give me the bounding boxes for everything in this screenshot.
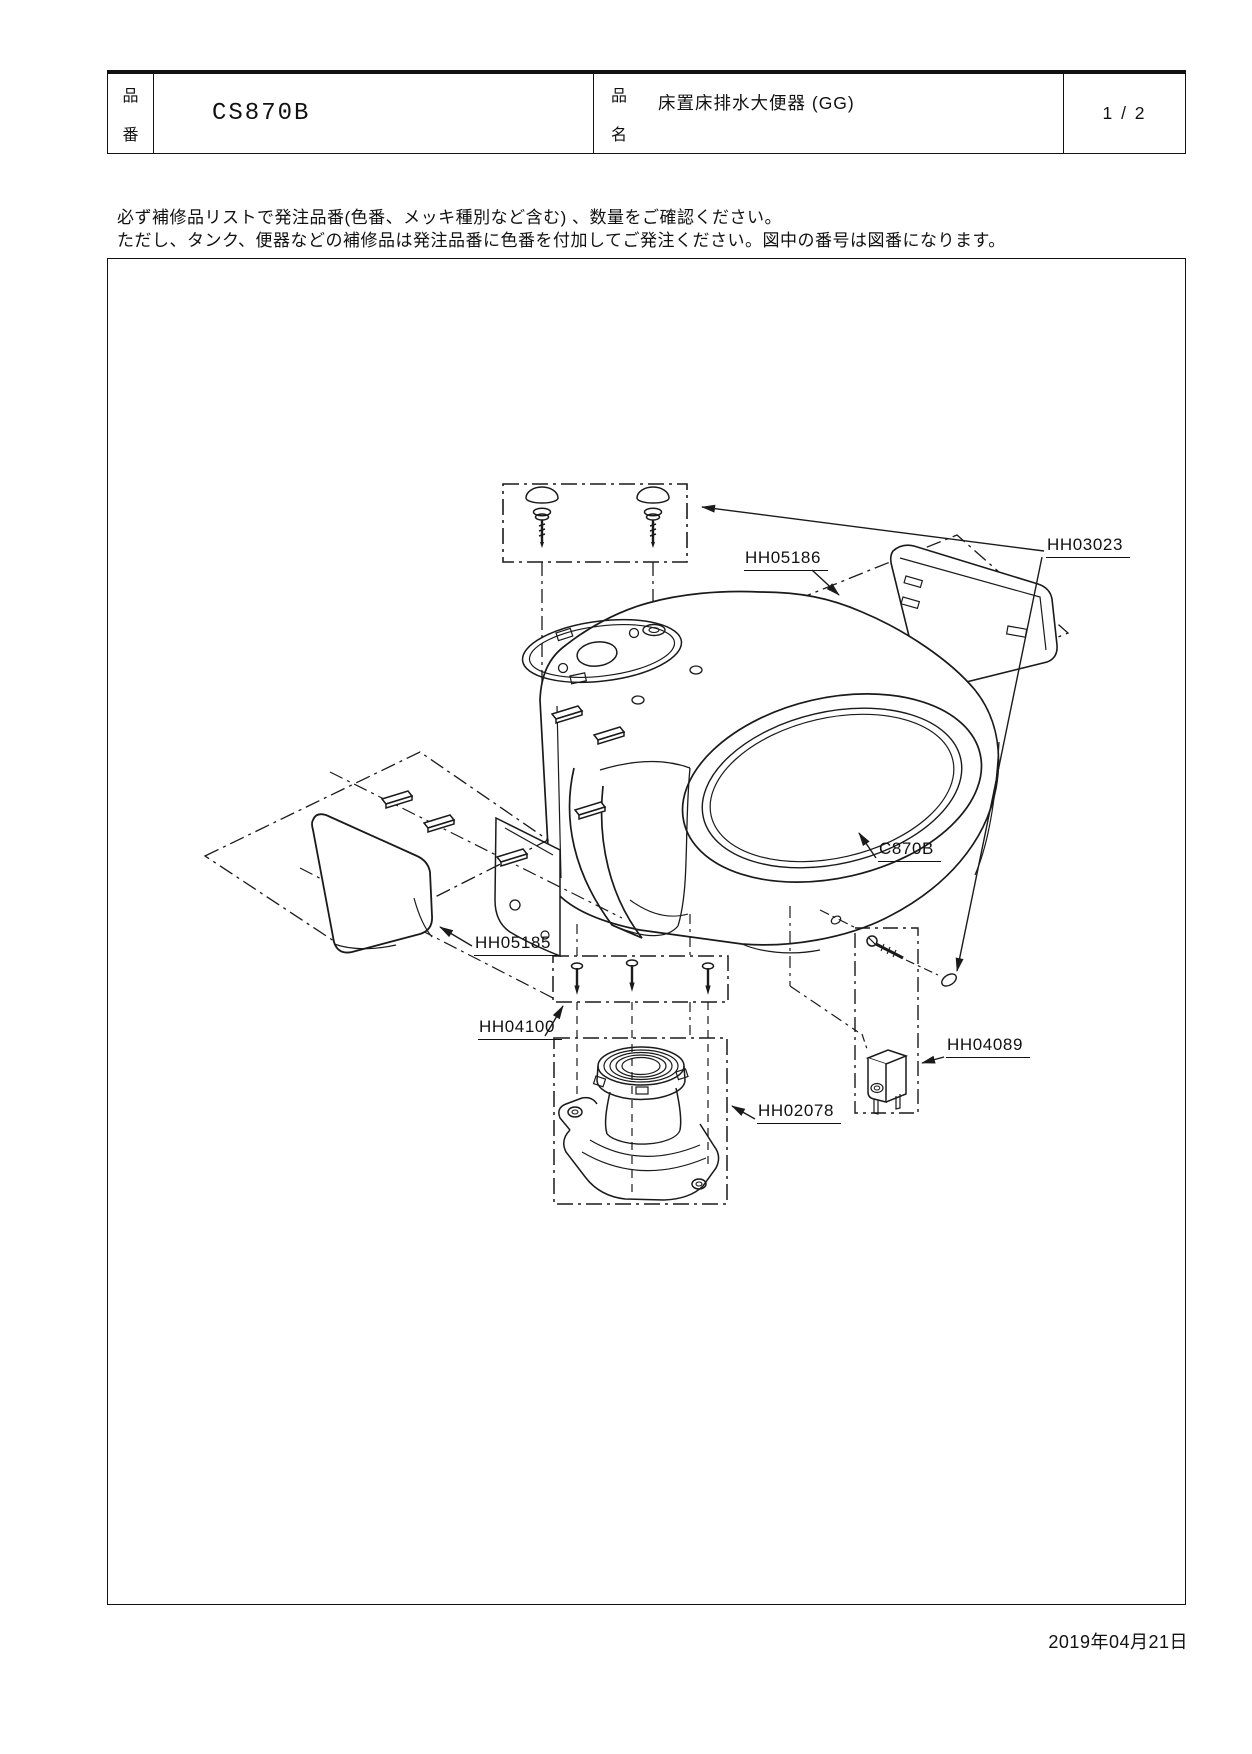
product-name-value: 床置床排水大便器 (GG) bbox=[658, 93, 855, 113]
part-label-screw-set: HH04100 bbox=[478, 1017, 563, 1040]
order-notice-line-1: 必ず補修品リストで発注品番(色番、メッキ種別など含む) 、数量をご確認ください。 bbox=[117, 208, 783, 227]
header-table: 品 番 CS870B 品 名 床置床排水大便器 (GG) 1 / 2 bbox=[107, 70, 1186, 154]
order-notice: 必ず補修品リストで発注品番(色番、メッキ種別など含む) 、数量をご確認ください。… bbox=[117, 206, 1006, 252]
part-number-label: 品 番 bbox=[108, 74, 154, 153]
part-number-value: CS870B bbox=[154, 74, 594, 153]
revision-date: 2019年04月21日 bbox=[1048, 1632, 1188, 1652]
part-number-label-char-1: 品 bbox=[122, 88, 139, 105]
diagram-frame bbox=[107, 258, 1186, 1605]
part-label-bolt-cap-set: HH03023 bbox=[1046, 535, 1131, 558]
part-label-side-panel: HH05185 bbox=[474, 933, 559, 956]
product-name-label-char-1: 品 bbox=[610, 88, 627, 105]
part-label-flush-valve-cover: HH05186 bbox=[744, 548, 829, 571]
part-label-bracket: HH04089 bbox=[946, 1035, 1031, 1058]
page-indicator: 1 / 2 bbox=[1063, 74, 1185, 153]
part-label-bowl: C870B bbox=[878, 839, 941, 862]
product-name-label: 品 名 bbox=[594, 74, 644, 153]
part-label-floor-flange: HH02078 bbox=[757, 1101, 842, 1124]
part-number-label-char-2: 番 bbox=[122, 127, 139, 144]
order-notice-line-2: ただし、タンク、便器などの補修品は発注品番に色番を付加してご発注ください。図中の… bbox=[117, 231, 1006, 250]
product-name-label-char-2: 名 bbox=[610, 127, 627, 144]
